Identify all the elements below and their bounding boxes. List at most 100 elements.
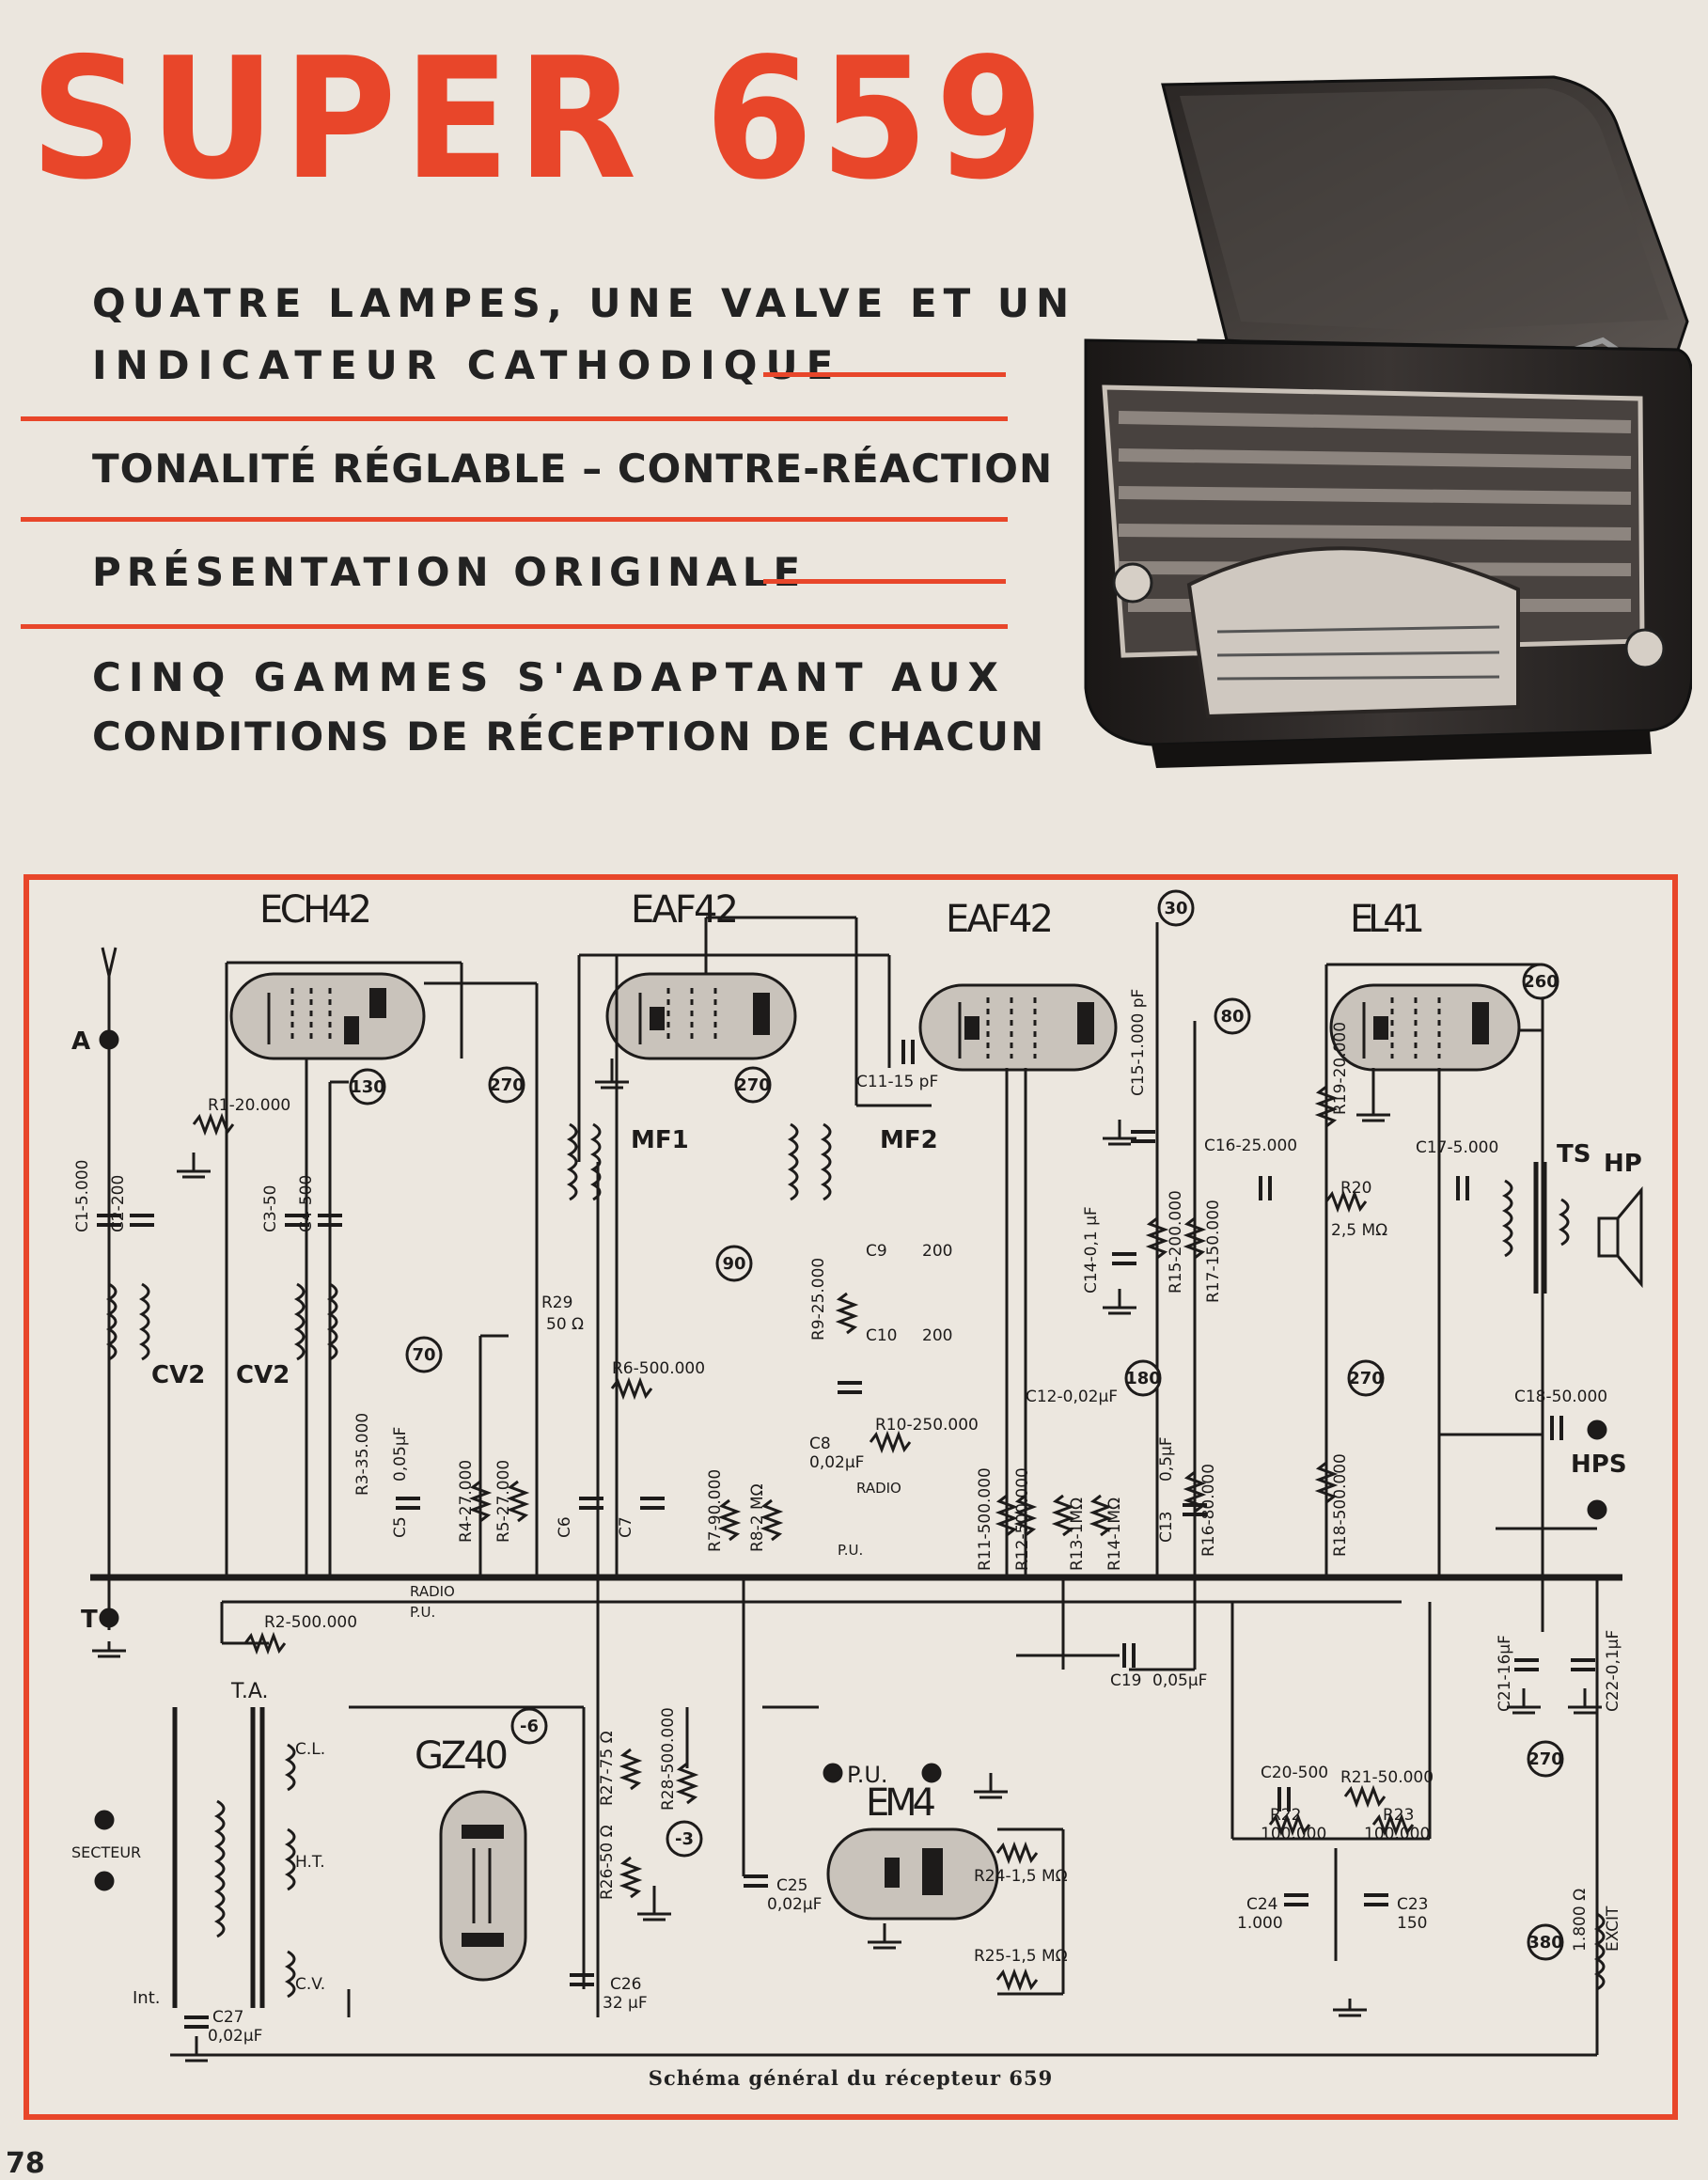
component-label: C23: [1397, 1895, 1429, 1914]
component-label: R9-25.000: [809, 1258, 828, 1341]
component-label: R21-50.000: [1340, 1768, 1434, 1787]
test-point-label: 270: [489, 1075, 525, 1095]
tube-label-em4: EM4: [866, 1781, 936, 1825]
component-label: C11-15 pF: [856, 1073, 938, 1091]
schematic-label: T.A.: [230, 1680, 268, 1703]
test-point-label: 70: [412, 1345, 435, 1365]
feature-line-2: INDICATEUR CATHODIQUE: [92, 342, 842, 388]
circuit-diagram: ECH42 EAF42 EAF42 EL41 GZ40 EM4 30 80 26…: [71, 888, 1643, 2062]
test-point-label: 130: [350, 1077, 385, 1097]
schematic-label: C.L.: [295, 1740, 325, 1759]
component-label: R8-2 MΩ: [748, 1483, 767, 1552]
component-label: R12-500.000: [1013, 1467, 1032, 1571]
feature-line-5: CINQ GAMMES S'ADAPTANT AUX: [92, 654, 1006, 700]
component-label: R1-20.000: [208, 1096, 290, 1115]
schematic-label: T: [81, 1606, 98, 1634]
schematic-label: CV2: [236, 1361, 290, 1389]
schematic-label: CV2: [151, 1361, 205, 1389]
test-point-label: 180: [1125, 1369, 1161, 1388]
component-label: C26: [610, 1975, 642, 1994]
rule-3: [21, 517, 1008, 522]
schematic-label: MF2: [880, 1126, 938, 1154]
component-label: 100.000: [1364, 1825, 1430, 1843]
schematic-label: Int.: [133, 1988, 161, 2008]
component-label: C6: [556, 1516, 574, 1538]
component-label: C9: [866, 1242, 887, 1261]
component-label: C4-500: [297, 1175, 316, 1232]
component-label: C2-200: [109, 1175, 128, 1232]
component-label: R7-90.000: [706, 1469, 725, 1552]
component-label: C7: [617, 1516, 635, 1538]
component-label: C25: [776, 1876, 808, 1895]
schematic-label: HPS: [1571, 1451, 1627, 1479]
schematic-label: P.U.: [410, 1604, 435, 1621]
component-label: C16-25.000: [1204, 1137, 1297, 1155]
component-label: 0,5µF: [1157, 1436, 1176, 1482]
component-label: 200: [922, 1326, 952, 1345]
component-label: C14-0,1 µF: [1082, 1206, 1101, 1294]
rule-1: [763, 372, 1006, 377]
test-point-label: 380: [1528, 1933, 1563, 1953]
component-label: C8: [809, 1435, 831, 1453]
page-number: 78: [6, 2147, 45, 2180]
component-label: C12-0,02µF: [1026, 1388, 1118, 1406]
component-label: R25-1,5 MΩ: [974, 1947, 1068, 1966]
component-label: R11-500.000: [976, 1467, 995, 1571]
test-point-label: -3: [675, 1829, 694, 1849]
component-label: R20: [1340, 1179, 1371, 1198]
component-label: R6-500.000: [612, 1359, 705, 1378]
component-label: R17-150.000: [1204, 1200, 1223, 1303]
component-label: 1.000: [1237, 1914, 1283, 1933]
component-label: C13: [1157, 1511, 1176, 1543]
rule-5: [21, 624, 1008, 629]
schematic-caption: Schéma général du récepteur 659: [648, 2066, 1054, 2090]
component-label: R22: [1270, 1806, 1301, 1825]
component-label: R27-75 Ω: [598, 1731, 617, 1806]
component-label: C5: [391, 1516, 410, 1538]
component-label: C1-5.000: [73, 1160, 92, 1233]
schematic-label: SECTEUR: [71, 1843, 141, 1861]
schematic-label: C.V.: [295, 1975, 325, 1994]
component-label: C18-50.000: [1514, 1388, 1607, 1406]
component-label: 0,05µF: [1152, 1671, 1207, 1690]
schematic-label: P.U.: [838, 1542, 863, 1559]
schematic-label: TS: [1557, 1140, 1590, 1168]
component-label: R2-500.000: [264, 1613, 357, 1632]
tube-label-gz40: GZ40: [415, 1734, 509, 1778]
test-point-label: 270: [735, 1075, 771, 1095]
component-label: C15-1.000 pF: [1129, 989, 1148, 1096]
schematic-label: RADIO: [410, 1583, 455, 1600]
component-label: C20-500: [1261, 1764, 1328, 1782]
schematic-label: RADIO: [856, 1480, 901, 1497]
component-label: 200: [922, 1242, 952, 1261]
test-point-label: 80: [1220, 1007, 1244, 1027]
schematic-label: P.U.: [847, 1762, 888, 1788]
component-label: R24-1,5 MΩ: [974, 1867, 1068, 1886]
component-label: 100.000: [1261, 1825, 1326, 1843]
test-point-label: -6: [520, 1717, 539, 1736]
tube-label-eaf42-2: EAF42: [946, 898, 1054, 941]
tube-label-el41: EL41: [1350, 898, 1425, 941]
component-label: R14-1MΩ: [1105, 1498, 1124, 1571]
component-label: 2,5 MΩ: [1331, 1221, 1387, 1240]
feature-line-3: TONALITÉ RÉGLABLE – CONTRE-RÉACTION: [92, 446, 1054, 492]
component-label: R18-500.000: [1331, 1453, 1350, 1557]
component-label: 1.800 Ω: [1571, 1889, 1590, 1952]
radio-phonograph-image: [1084, 75, 1692, 768]
component-label: R19-20.000: [1331, 1022, 1350, 1115]
component-label: R13-1MΩ: [1068, 1498, 1087, 1571]
component-label: C17-5.000: [1416, 1138, 1498, 1157]
schematic-label: EXCIT: [1604, 1906, 1622, 1952]
component-label: R16-80.000: [1199, 1464, 1218, 1557]
component-label: 0,02µF: [809, 1453, 864, 1472]
component-label: R23: [1383, 1806, 1414, 1825]
component-label: R3-35.000: [353, 1413, 372, 1496]
schematic-label: H.T.: [295, 1853, 325, 1872]
test-point-label: 90: [722, 1254, 745, 1274]
feature-line-4: PRÉSENTATION ORIGINALE: [92, 549, 807, 595]
schematic-label: MF1: [631, 1126, 689, 1154]
component-label: R5-27.000: [494, 1460, 513, 1543]
component-label: C3-50: [261, 1185, 280, 1232]
test-point-label: 270: [1528, 1749, 1563, 1769]
test-point-label: 260: [1523, 972, 1559, 992]
